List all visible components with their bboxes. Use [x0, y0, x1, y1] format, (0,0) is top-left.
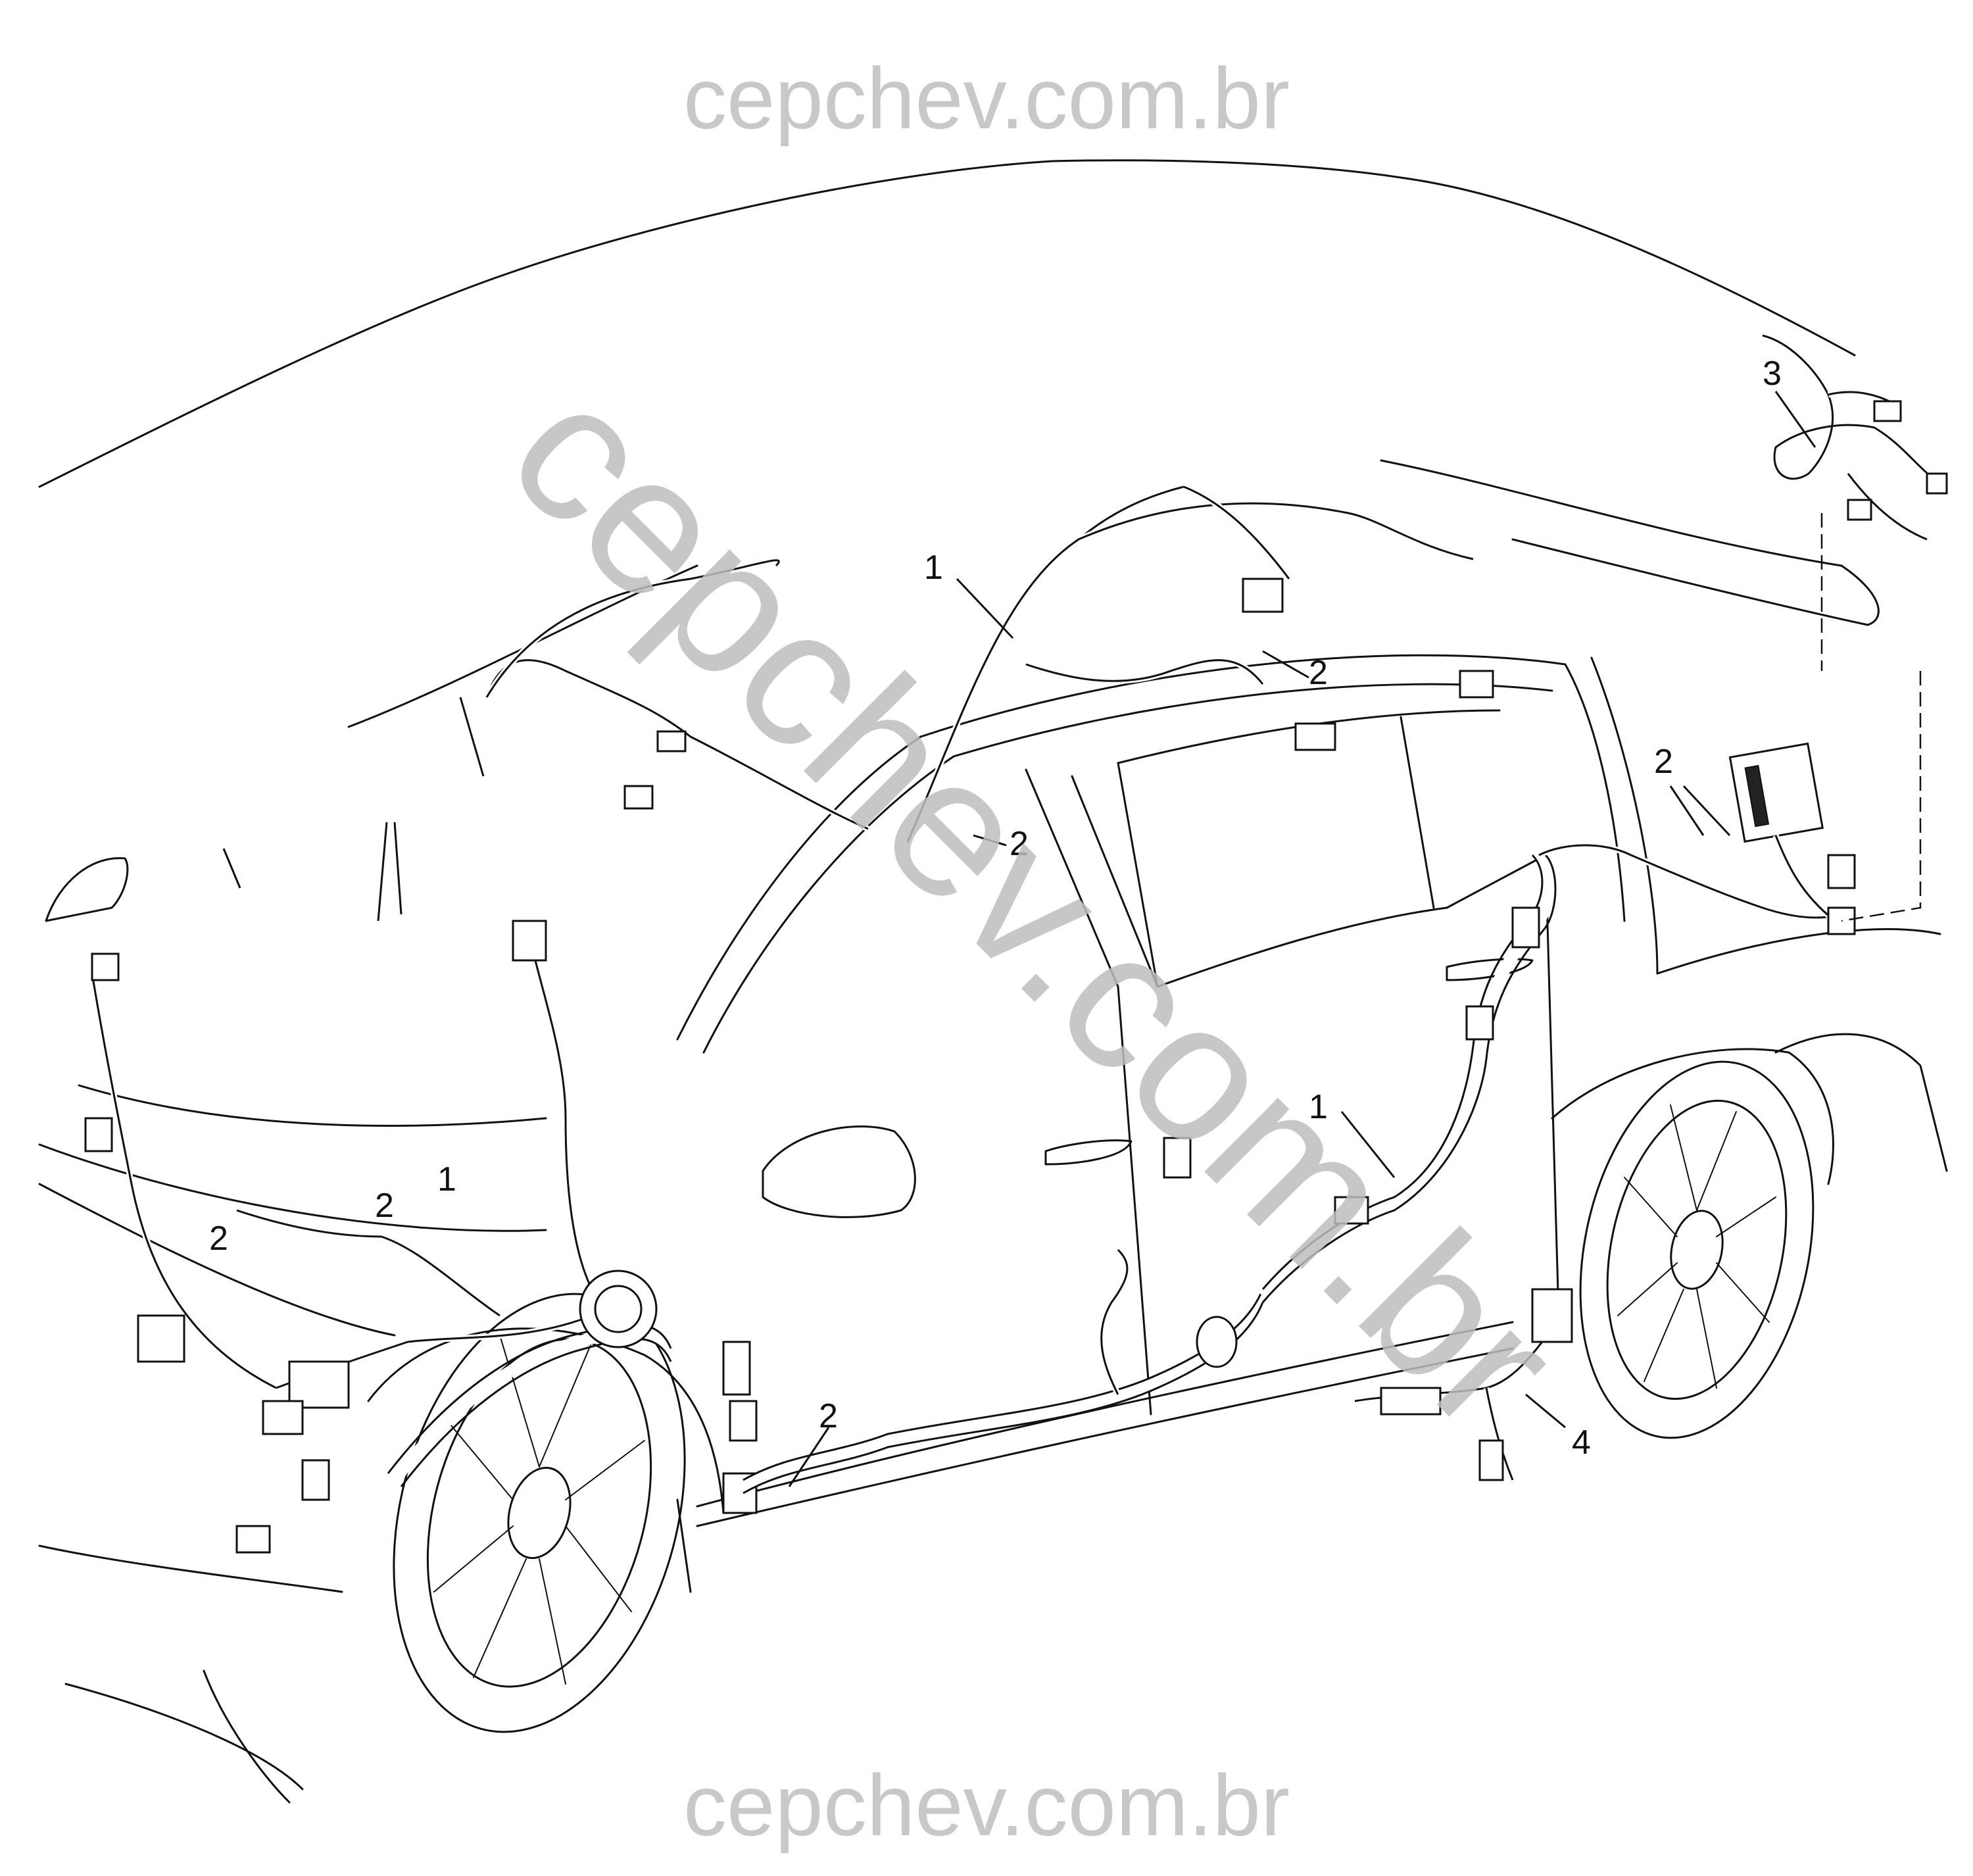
callout-clip-roof: 2 — [1309, 654, 1328, 692]
callout-cowl-harness: 1 — [437, 1160, 456, 1198]
rear-module — [1630, 742, 1857, 935]
rear-floor-harness — [1354, 1288, 1573, 1481]
callout-roof-harness: 1 — [924, 549, 943, 587]
callout-clip-floor: 2 — [819, 1397, 838, 1435]
front-wheel — [393, 1293, 686, 1733]
liftgate-harness — [1761, 332, 1949, 922]
callout-liftgate-harness: 3 — [1763, 355, 1782, 393]
watermark-top: cepchev.com.br — [683, 50, 1290, 147]
rear-wheel — [1579, 1060, 1815, 1439]
roof-harness — [483, 483, 1494, 843]
callout-clip-engine-b: 2 — [375, 1187, 394, 1225]
leader-lines — [222, 391, 1816, 1487]
cowl-harness — [84, 920, 758, 1554]
callout-labels: 1 1 1 2 2 2 2 2 2 3 4 — [209, 355, 1782, 1462]
callout-clip-rear: 2 — [1654, 743, 1673, 781]
callout-rear-floor-harness: 4 — [1572, 1423, 1591, 1462]
watermark-bottom: cepchev.com.br — [683, 1757, 1290, 1854]
callout-clip-pillar: 2 — [1010, 825, 1029, 863]
floor-harness — [740, 842, 1633, 1494]
callout-floor-harness: 1 — [1309, 1088, 1328, 1126]
callout-clip-engine-a: 2 — [209, 1220, 228, 1258]
